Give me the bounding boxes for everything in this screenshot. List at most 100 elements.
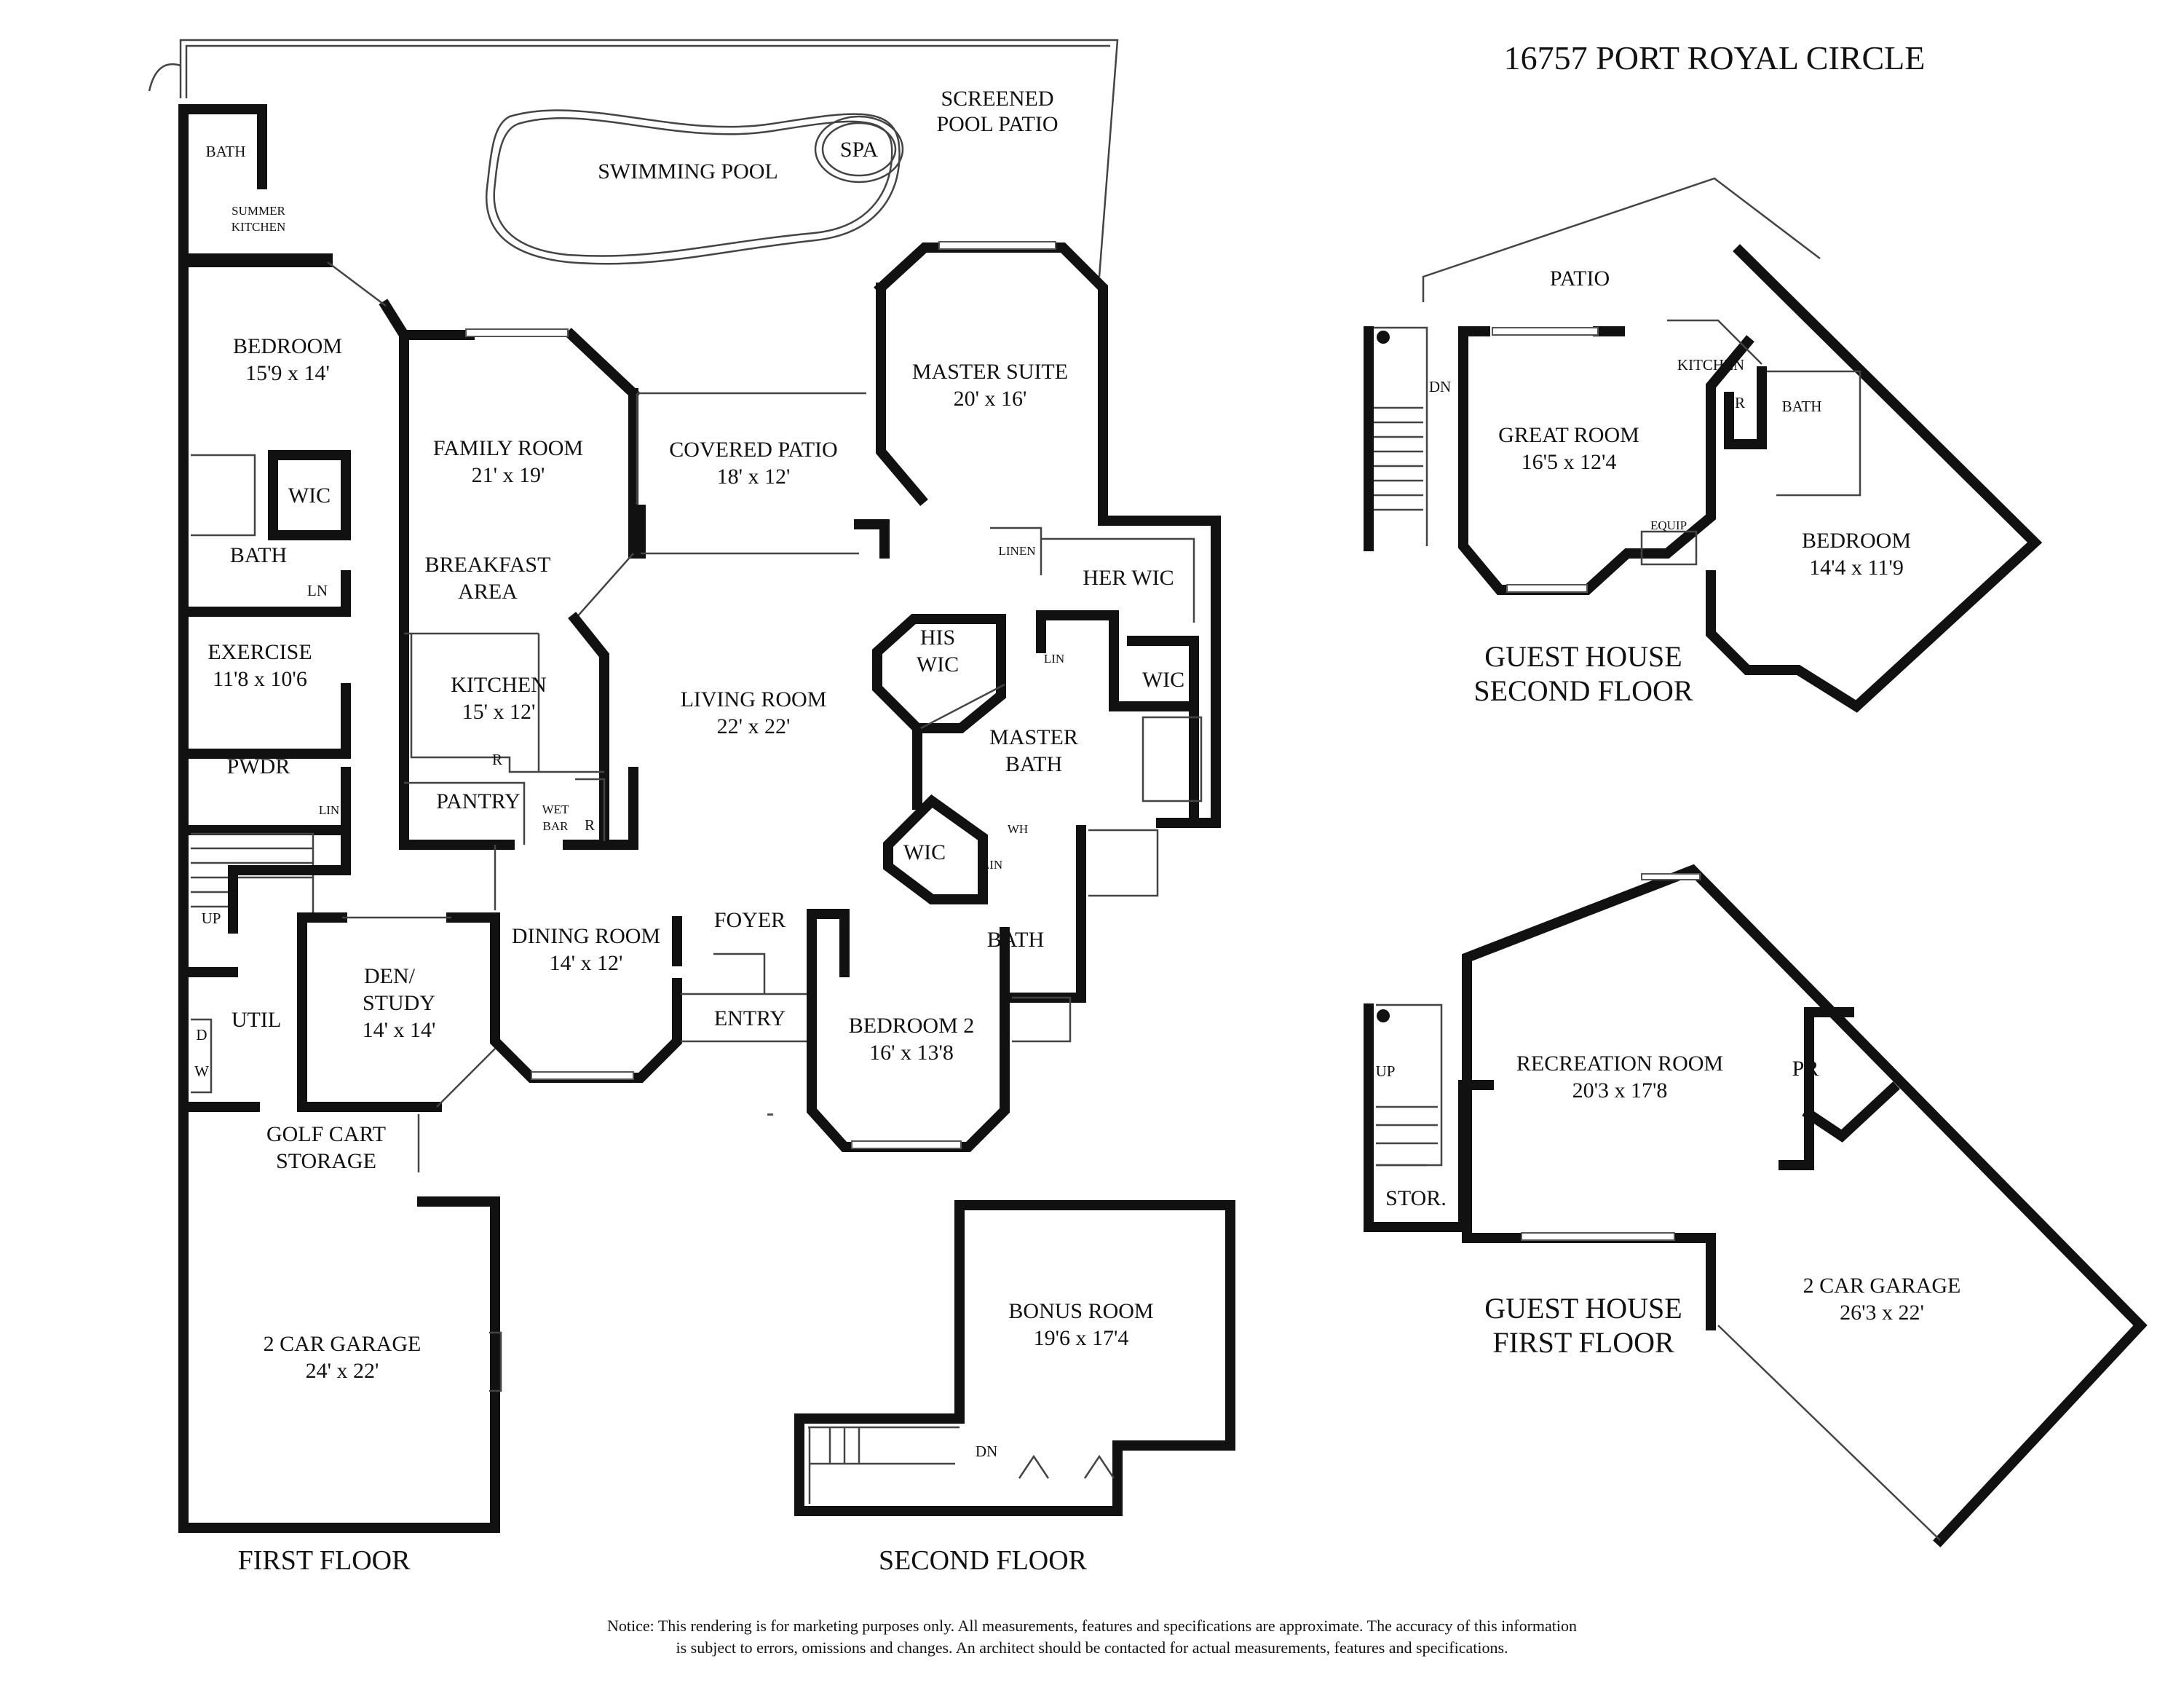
gh2-kitchen-label: KITCHEN — [1677, 356, 1744, 374]
up-label: UP — [202, 910, 221, 927]
bedroom-dims: 15'9 x 14' — [245, 361, 330, 385]
notice-line-1: Notice: This rendering is for marketing … — [607, 1617, 1577, 1635]
linen-label: LINEN — [999, 544, 1036, 558]
pwdr-label: PWDR — [227, 754, 290, 778]
exercise-dims: 11'8 x 10'6 — [213, 667, 307, 691]
lin-pwdr-label: LIN — [319, 803, 339, 817]
gh2-great-room-dims: 16'5 x 12'4 — [1522, 450, 1617, 474]
swimming-pool-label: SWIMMING POOL — [598, 159, 778, 184]
den-dims: 14' x 14' — [363, 1018, 436, 1042]
golf-cart-label: GOLF CART — [266, 1122, 386, 1146]
dining-room-label: DINING ROOM — [512, 924, 660, 948]
second-floor-plan: BONUS ROOM 19'6 x 17'4 DN SECOND FLOOR — [794, 1200, 1235, 1576]
util-label: UTIL — [232, 1008, 281, 1032]
washer-label: W — [194, 1062, 209, 1080]
living-room-dims: 22' x 22' — [717, 714, 791, 738]
fridge-label: R — [492, 751, 502, 768]
first-floor-windows — [465, 241, 1056, 1149]
dining-room-dims: 14' x 12' — [550, 951, 623, 975]
fridge-label-2: R — [585, 816, 595, 834]
bedroom2-dims: 16' x 13'8 — [869, 1041, 954, 1065]
bedroom2-label: BEDROOM 2 — [849, 1014, 975, 1038]
spa — [814, 115, 904, 184]
spa-label: SPA — [840, 138, 879, 162]
bonus-room-dims: 19'6 x 17'4 — [1034, 1326, 1129, 1350]
family-room-label: FAMILY ROOM — [433, 436, 583, 460]
pantry-label: PANTRY — [436, 789, 521, 813]
guest-first-floor-plan: UP STOR. RECREATION ROOM 20'3 x 17'8 PR … — [1364, 864, 2148, 1547]
address-title: 16757 PORT ROYAL CIRCLE — [1504, 39, 1926, 76]
gh2-r-label: R — [1735, 394, 1745, 411]
notice-line-2: is subject to errors, omissions and chan… — [676, 1638, 1508, 1657]
master-suite-dims: 20' x 16' — [954, 387, 1027, 411]
entry-label: ENTRY — [714, 1006, 786, 1030]
covered-patio-label: COVERED PATIO — [669, 438, 837, 462]
guest-second-floor-plan: PATIO DN GREAT ROOM 16'5 x 12'4 KITCHEN … — [1364, 177, 2043, 713]
gh2-bedroom-dims: 14'4 x 11'9 — [1809, 556, 1904, 580]
ln-label: LN — [307, 582, 328, 599]
den-label-2: STUDY — [363, 991, 435, 1015]
dn-second-label: DN — [976, 1443, 997, 1460]
gh2-dn-label: DN — [1429, 378, 1451, 395]
guest-second-title-2: SECOND FLOOR — [1473, 674, 1693, 707]
gh2-equip-label: EQUIP — [1650, 518, 1687, 532]
wet-bar-label: WET — [542, 802, 569, 816]
kitchen-dims: 15' x 12' — [462, 700, 536, 724]
his-wic-label-2: WIC — [917, 652, 959, 677]
gh1-garage-label: 2 CAR GARAGE — [1803, 1274, 1961, 1298]
summer-kitchen-label: SUMMER — [232, 204, 285, 218]
first-floor-title: FIRST FLOOR — [238, 1545, 411, 1576]
wet-bar-label-2: BAR — [543, 819, 569, 833]
master-suite-label: MASTER SUITE — [912, 360, 1068, 384]
his-wic-label: HIS — [920, 626, 955, 650]
gh2-bedroom-label: BEDROOM — [1802, 529, 1911, 553]
wic-left-label: WIC — [288, 484, 331, 508]
kitchen-label: KITCHEN — [451, 673, 547, 697]
gh1-stor-label: STOR. — [1385, 1186, 1447, 1210]
family-room-dims: 21' x 19' — [472, 463, 545, 487]
her-wic-label: HER WIC — [1083, 566, 1174, 590]
gh2-bath-label: BATH — [1782, 398, 1822, 415]
lin-master-label: LIN — [1044, 652, 1064, 666]
pool-bath-label: BATH — [206, 143, 246, 160]
gh2-patio-label: PATIO — [1550, 267, 1610, 291]
garage-label: 2 CAR GARAGE — [264, 1332, 422, 1356]
garage-dims: 24' x 22' — [306, 1359, 379, 1383]
second-floor-title: SECOND FLOOR — [879, 1545, 1088, 1576]
covered-patio-dims: 18' x 12' — [717, 465, 791, 489]
screened-patio-label-2: POOL PATIO — [937, 112, 1059, 136]
summer-kitchen-label-2: KITCHEN — [232, 220, 286, 234]
bonus-room-label: BONUS ROOM — [1008, 1299, 1153, 1323]
foyer-label: FOYER — [714, 908, 786, 932]
gh1-up-label: UP — [1376, 1062, 1396, 1080]
wic-master-label: WIC — [1142, 668, 1184, 692]
gh1-rec-room-label: RECREATION ROOM — [1516, 1052, 1723, 1076]
bath-bed2-label: BATH — [987, 928, 1044, 952]
first-floor-plan — [148, 39, 1221, 1533]
wh-label: WH — [1008, 822, 1028, 836]
golf-cart-label-2: STORAGE — [276, 1149, 376, 1173]
guest-second-title: GUEST HOUSE — [1484, 640, 1682, 673]
dryer-label: D — [196, 1026, 207, 1044]
swimming-pool — [485, 109, 901, 265]
bath-left-label: BATH — [230, 543, 287, 567]
den-label: DEN/ — [364, 964, 416, 988]
master-bath-label: MASTER — [989, 725, 1078, 749]
lin-bed2-label: LIN — [982, 858, 1002, 872]
screened-patio-label: SCREENED — [941, 87, 1053, 111]
breakfast-label-2: AREA — [458, 580, 518, 604]
guest-first-title: GUEST HOUSE — [1484, 1292, 1682, 1325]
bedroom-label: BEDROOM — [233, 334, 342, 358]
guest-first-title-2: FIRST FLOOR — [1492, 1326, 1674, 1359]
gh1-garage-dims: 26'3 x 22' — [1840, 1301, 1924, 1325]
living-room-label: LIVING ROOM — [681, 687, 827, 711]
wic-bed2-label: WIC — [903, 840, 946, 864]
breakfast-label: BREAKFAST — [425, 553, 551, 577]
gh2-great-room-label: GREAT ROOM — [1498, 423, 1639, 447]
gh1-rec-room-dims: 20'3 x 17'8 — [1572, 1078, 1668, 1103]
gh1-pr-label: PR — [1792, 1057, 1819, 1081]
master-bath-label-2: BATH — [1005, 752, 1062, 776]
exercise-label: EXERCISE — [207, 640, 312, 664]
first-floor-labels: SCREENED POOL PATIO SWIMMING POOL SPA BA… — [194, 87, 1184, 1576]
